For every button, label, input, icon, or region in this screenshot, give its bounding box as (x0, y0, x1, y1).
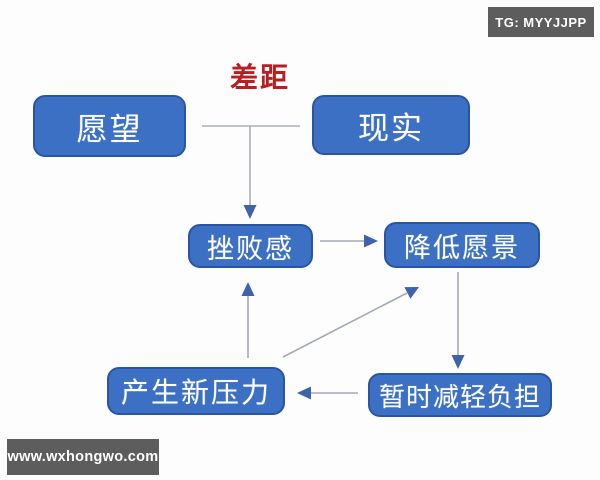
arrow-new-pressure-to-frustration (241, 282, 255, 358)
arrow-new-pressure-to-lower-vision (282, 287, 419, 358)
connector-gap-tee (202, 125, 300, 219)
arrow-frustration-to-lower-vision (320, 234, 378, 248)
gap-title: 差距 (229, 62, 290, 93)
node-frustration: 挫败感 (188, 224, 313, 268)
arrow-lower-vision-to-temp-relief (451, 272, 465, 369)
node-reality: 现实 (312, 95, 470, 155)
node-new-pressure: 产生新压力 (107, 367, 285, 415)
arrow-temp-relief-to-new-pressure (297, 386, 358, 400)
node-wish: 愿望 (33, 95, 186, 157)
telegram-watermark-badge: TG: MYYJJPP (488, 7, 594, 37)
node-temporary-relief: 暂时减轻负担 (368, 373, 552, 417)
website-watermark-badge: www.wxhongwo.com (7, 439, 159, 475)
node-lower-vision: 降低愿景 (384, 222, 540, 268)
